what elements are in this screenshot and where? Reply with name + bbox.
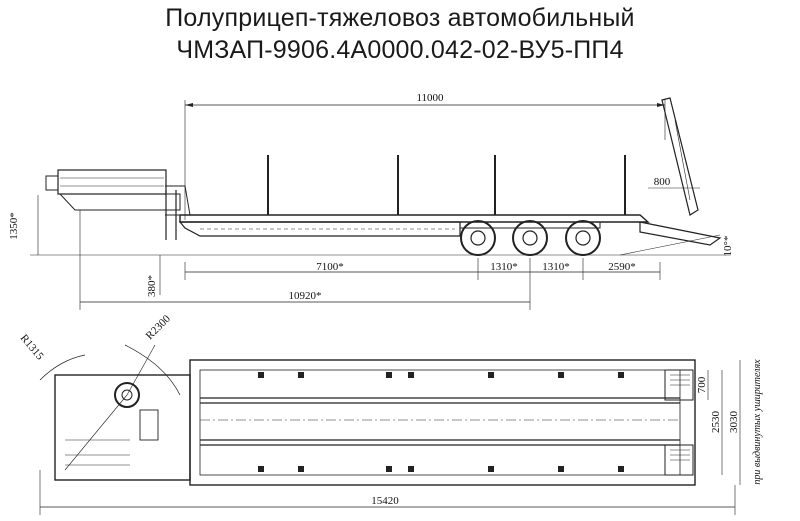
radius-swing: R2300 xyxy=(144,313,174,343)
dim-rear-overhang: 2590* xyxy=(608,261,636,273)
axle-group xyxy=(459,220,601,256)
dim-kingpin-to-rear: 10920* xyxy=(289,290,322,302)
dim-axle-spacing-1: 7100* xyxy=(316,261,344,273)
dim-body-width: 2530 xyxy=(710,411,722,434)
dim-ramp-width: 700 xyxy=(696,376,708,393)
dim-ground-clearance: 380* xyxy=(146,275,158,297)
radius-front: R1315 xyxy=(18,332,46,363)
dim-ramp-height: 800 xyxy=(654,176,671,188)
dim-axle-spacing-3: 1310* xyxy=(542,261,570,273)
dim-total-length: 15420 xyxy=(371,495,399,507)
top-view: R1315 R2300 7 xyxy=(18,313,763,515)
drawing-title-line2: ЧМЗАП-9906.4А0000.042-02-ВУ5-ПП4 xyxy=(176,36,624,64)
dim-overall-length: 11000 xyxy=(416,92,444,104)
dim-deck-height: 1350* xyxy=(8,212,20,240)
side-view: 11000 800 xyxy=(8,92,734,310)
dim-extended-width: 3030 xyxy=(728,411,740,434)
dim-axle-spacing-2: 1310* xyxy=(490,261,518,273)
dim-ramp-angle: 10°* xyxy=(722,236,734,257)
drawing-title-line1: Полуприцеп-тяжеловоз автомобильный xyxy=(165,4,635,32)
note-extended-width: при выдвинутых уширителях xyxy=(752,359,763,485)
